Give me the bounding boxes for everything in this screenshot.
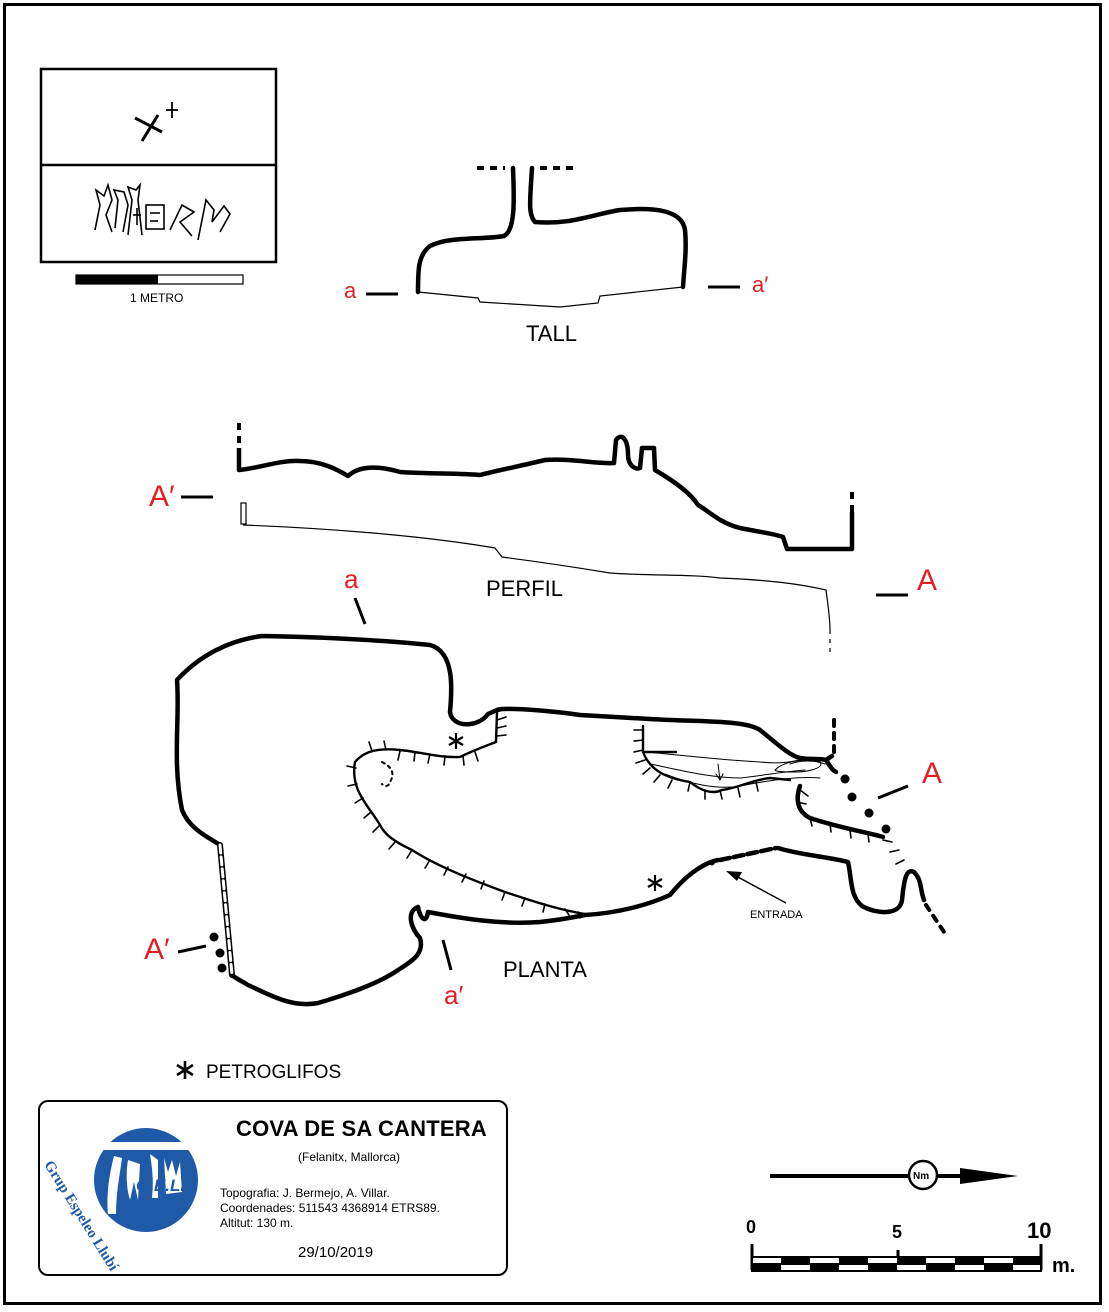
survey-date: 29/10/2019: [298, 1244, 374, 1261]
perfil-markers: [181, 495, 908, 597]
north-arrow-icon: [770, 1159, 1018, 1191]
logo-abbreviation: G.E.LL.: [136, 1176, 196, 1195]
planta-marker-a-prime: a′: [444, 980, 463, 1010]
perfil-title: PERFIL: [486, 576, 563, 601]
planta-marker-A: A: [922, 757, 942, 790]
tall-section: [415, 165, 688, 308]
altitude: Altitut: 130 m.: [220, 1216, 294, 1230]
cave-title: COVA DE SA CANTERA: [236, 1116, 487, 1141]
bottom-scale-bar: [750, 1244, 1043, 1272]
petroglyph-legend-icon: [176, 1061, 194, 1079]
coordinates: Coordenades: 511543 4368914 ETRS89.: [220, 1201, 440, 1215]
tall-marker-left: a: [344, 278, 357, 303]
legend-scale-bar: [75, 274, 244, 285]
entrance-arrow-icon: [709, 860, 787, 904]
page-frame: [3, 3, 1102, 1305]
cave-location: (Felanitx, Mallorca): [298, 1150, 401, 1164]
scale-tick-5: 5: [892, 1222, 902, 1242]
entrance-label: ENTRADA: [750, 909, 803, 921]
petroglyph-legend-label: PETROGLIFOS: [206, 1062, 341, 1083]
scale-tick-0: 0: [746, 1217, 756, 1237]
perfil-marker-right: A: [917, 564, 937, 597]
petroglyph-marker-icon: [448, 733, 464, 749]
scale-unit: m.: [1052, 1255, 1075, 1277]
tall-markers: [366, 285, 740, 296]
gell-logo: [94, 1128, 198, 1232]
scale-tick-10: 10: [1027, 1218, 1051, 1243]
surveyors: Topografia: J. Bermejo, A. Villar.: [220, 1186, 390, 1200]
planta-section: [174, 633, 946, 1007]
petroglyph-legend-box: [39, 67, 278, 264]
legend-scale-label: 1 METRO: [130, 291, 183, 305]
north-arrow-label: Nm: [913, 1171, 929, 1182]
petroglyph-marker-icon: [647, 875, 663, 891]
planta-marker-A-prime: A′: [144, 933, 170, 966]
survey-info: Topografia: J. Bermejo, A. Villar. Coord…: [220, 1186, 440, 1231]
tall-title: TALL: [526, 321, 577, 346]
petroglyph-cross-icon: [134, 102, 178, 142]
title-block: G.E.LL. Grup Espeleo Llubí COVA DE SA CA…: [38, 1100, 508, 1276]
planta-markers: [177, 597, 909, 973]
tall-marker-right: a′: [752, 272, 768, 297]
perfil-marker-left: A′: [149, 480, 175, 513]
petroglyph-figures-icon: [94, 182, 231, 241]
planta-title: PLANTA: [503, 957, 587, 982]
planta-marker-a: a: [344, 564, 359, 594]
perfil-section: [236, 423, 855, 655]
